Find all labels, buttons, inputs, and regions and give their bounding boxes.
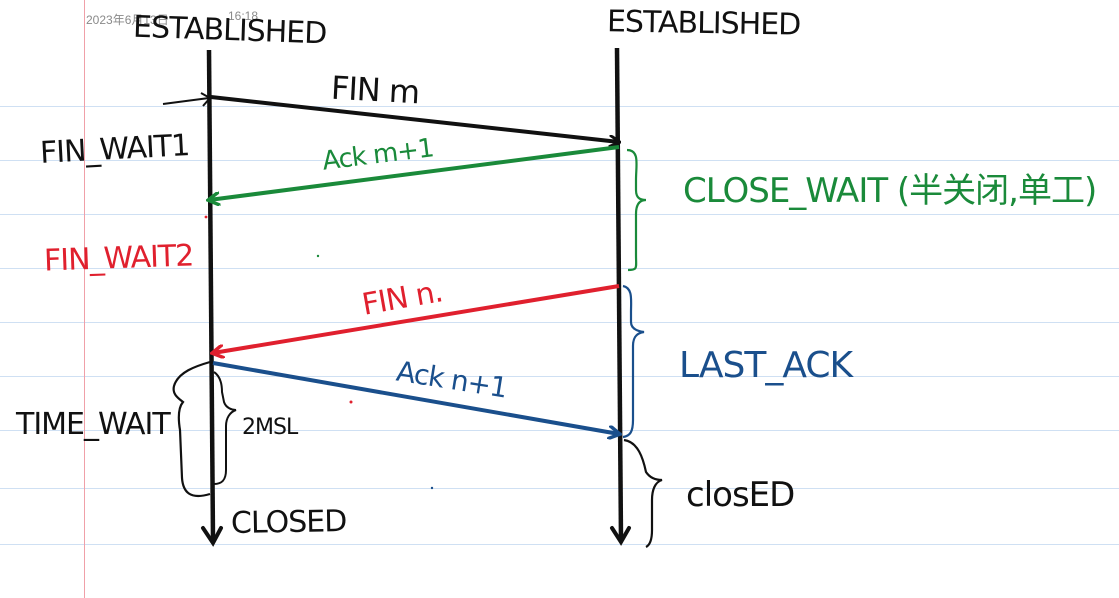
closed-brace xyxy=(623,438,663,548)
ack-m-plus-1-arrow xyxy=(209,145,620,200)
server-established-label: ESTABLISHED xyxy=(606,4,801,43)
two-msl-label: 2MSL xyxy=(242,415,298,440)
ruled-line xyxy=(0,322,1119,323)
stray-dot xyxy=(204,215,208,219)
ruled-line xyxy=(0,160,1119,161)
stray-dot xyxy=(430,486,434,490)
fin-n-arrow xyxy=(213,284,620,353)
fin-wait2-label: FIN_WAIT2 xyxy=(43,238,194,279)
close-wait-brace xyxy=(626,148,647,272)
stray-dot xyxy=(316,254,320,258)
ack-n-plus-1-arrow xyxy=(212,361,619,434)
ruled-line xyxy=(0,488,1119,489)
fin-m-label: FIN m xyxy=(330,68,421,112)
client-established-label: ESTABLISHED xyxy=(132,9,327,52)
ruled-line xyxy=(0,430,1119,431)
time-wait-brace xyxy=(172,360,211,498)
client-closed-label: CLOSED xyxy=(230,503,347,542)
ruled-line xyxy=(0,268,1119,269)
ruled-line xyxy=(0,106,1119,107)
note-date: 2023年6月13日 xyxy=(86,13,169,27)
ruled-line xyxy=(0,544,1119,545)
ruled-line xyxy=(0,214,1119,215)
fin-wait1-label: FIN_WAIT1 xyxy=(39,128,191,171)
last-ack-label: LAST_ACK xyxy=(679,345,853,386)
stray-dot xyxy=(349,400,353,404)
fin-send-pointer-arrow xyxy=(162,92,212,107)
server-closed-label: closED xyxy=(686,475,795,515)
last-ack-brace xyxy=(622,284,645,439)
two-msl-brace xyxy=(213,371,237,485)
time-wait-label: TIME_WAIT xyxy=(16,407,171,442)
note-time: 16:18 xyxy=(228,9,259,23)
server-timeline xyxy=(610,47,631,546)
margin-line xyxy=(84,0,85,598)
close-wait-label: CLOSE_WAIT (半关闭,单工) xyxy=(683,171,1097,211)
ruled-line xyxy=(0,376,1119,377)
client-timeline xyxy=(201,49,223,547)
fin-m-arrow xyxy=(210,95,619,142)
